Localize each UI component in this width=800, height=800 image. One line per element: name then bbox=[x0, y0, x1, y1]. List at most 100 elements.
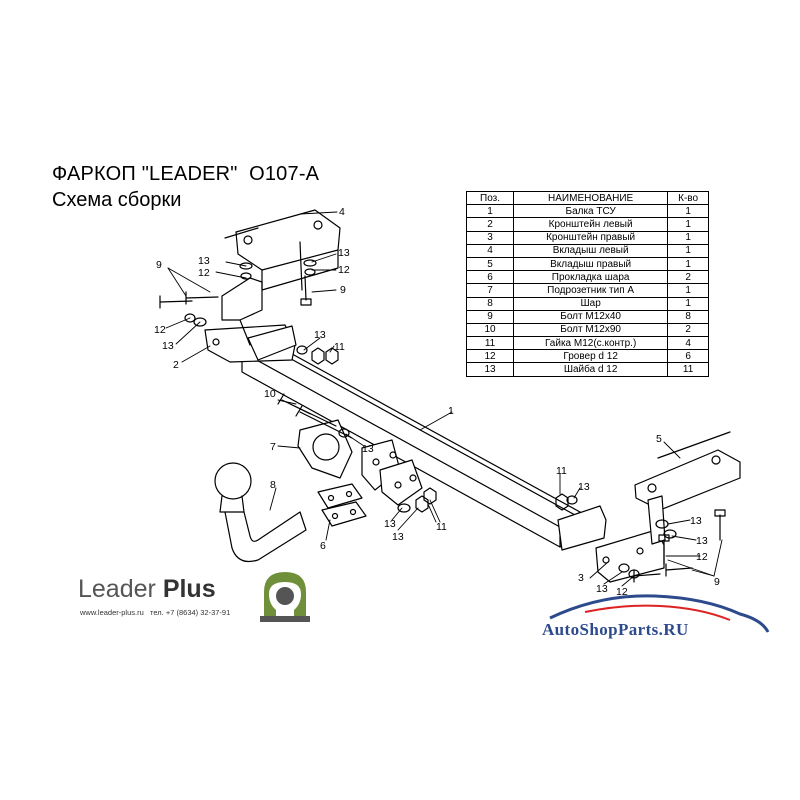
cell-qty: 2 bbox=[667, 270, 709, 285]
cell-name: Балка ТСУ bbox=[513, 204, 669, 219]
callout-part-9: 9 bbox=[714, 576, 720, 588]
callout-part-13: 13 bbox=[162, 340, 174, 352]
cell-pos: 5 bbox=[465, 256, 515, 272]
logo-brand-bold: Plus bbox=[162, 575, 216, 603]
cell-name: Подрозетник тип А bbox=[513, 283, 669, 298]
cell-name: Прокладка шара bbox=[513, 270, 669, 285]
callout-part-12: 12 bbox=[696, 551, 708, 563]
cell-pos: 1 bbox=[465, 204, 515, 219]
callout-part-12: 12 bbox=[154, 324, 166, 336]
callout-part-12: 12 bbox=[198, 267, 210, 279]
callout-part-10: 10 bbox=[264, 388, 276, 400]
cell-name: Кронштейн левый bbox=[513, 217, 669, 232]
callout-part-2: 2 bbox=[173, 359, 179, 371]
callout-part-13: 13 bbox=[362, 443, 374, 455]
header-quantity: К-во bbox=[667, 190, 709, 206]
callout-part-11: 11 bbox=[334, 341, 345, 353]
cell-qty: 1 bbox=[667, 204, 709, 219]
callout-part-3: 3 bbox=[578, 572, 584, 584]
callout-part-13: 13 bbox=[314, 329, 326, 341]
cell-pos: 7 bbox=[465, 283, 515, 298]
leader-plus-logo-icon bbox=[260, 572, 310, 622]
cell-qty: 1 bbox=[667, 243, 709, 258]
callout-part-13: 13 bbox=[384, 518, 396, 530]
callout-part-11: 11 bbox=[556, 465, 567, 477]
cell-name: Шар bbox=[513, 296, 669, 311]
washers-and-nuts bbox=[184, 259, 677, 579]
cell-pos: 11 bbox=[465, 336, 515, 351]
callout-part-13: 13 bbox=[338, 247, 350, 259]
callout-part-4: 4 bbox=[339, 206, 345, 218]
cell-name: Гровер d 12 bbox=[513, 349, 669, 364]
callout-part-9: 9 bbox=[340, 284, 346, 296]
cell-name: Шайба d 12 bbox=[513, 362, 669, 377]
cell-pos: 4 bbox=[465, 243, 515, 258]
header-name: НАИМЕНОВАНИЕ bbox=[513, 190, 669, 206]
cell-name: Вкладыш левый bbox=[513, 243, 669, 258]
callout-part-13: 13 bbox=[392, 531, 404, 543]
cell-qty: 8 bbox=[667, 309, 709, 324]
callout-part-13: 13 bbox=[696, 535, 708, 547]
socket-bracket-part-7 bbox=[297, 419, 353, 479]
callout-part-8: 8 bbox=[270, 479, 276, 491]
cell-name: Болт М12х90 bbox=[513, 322, 669, 338]
cell-name: Кронштейн правый bbox=[513, 230, 669, 245]
bolts-part-9-left bbox=[159, 275, 312, 309]
cell-pos: 8 bbox=[465, 296, 515, 311]
ball-spacer-part-6 bbox=[317, 483, 367, 527]
cell-qty: 1 bbox=[667, 256, 709, 272]
callout-part-12: 12 bbox=[616, 586, 628, 598]
cell-pos: 13 bbox=[465, 362, 515, 377]
callout-part-1: 1 bbox=[448, 405, 454, 417]
tow-ball-part-8 bbox=[214, 462, 307, 563]
cell-pos: 10 bbox=[465, 322, 515, 338]
diagram-subtitle: Схема сборки bbox=[52, 189, 182, 211]
beam-end-plate-right bbox=[557, 505, 607, 551]
ball-mount-plates bbox=[361, 439, 423, 506]
callout-part-12: 12 bbox=[338, 264, 350, 276]
callout-part-13: 13 bbox=[578, 481, 590, 493]
callout-part-5: 5 bbox=[656, 433, 662, 445]
cell-name: Гайка М12(с.контр.) bbox=[513, 336, 669, 351]
cell-pos: 3 bbox=[465, 230, 515, 245]
bracket-right-part-3 bbox=[595, 495, 666, 583]
watermark-text: AutoShopParts.RU bbox=[542, 620, 689, 639]
autoshopparts-watermark-car bbox=[549, 594, 770, 633]
insert-left-part-4 bbox=[224, 209, 341, 291]
insert-right-part-5 bbox=[634, 431, 741, 511]
cell-pos: 6 bbox=[465, 270, 515, 285]
cell-qty: 1 bbox=[667, 217, 709, 232]
cell-pos: 2 bbox=[465, 217, 515, 232]
callout-leader-lines bbox=[165, 211, 723, 587]
callout-part-13: 13 bbox=[596, 583, 608, 595]
beam-end-plate-left bbox=[247, 325, 297, 361]
cell-qty: 2 bbox=[667, 322, 709, 338]
cell-name: Болт М12х40 bbox=[513, 309, 669, 324]
callout-part-9: 9 bbox=[156, 259, 162, 271]
header-position: Поз. bbox=[465, 190, 515, 206]
cell-pos: 12 bbox=[465, 349, 515, 364]
cell-name: Вкладыш правый bbox=[513, 256, 669, 272]
callout-part-13: 13 bbox=[198, 255, 210, 267]
logo-brand-light: Leader bbox=[78, 575, 156, 603]
cell-qty: 1 bbox=[667, 296, 709, 311]
leader-plus-logo-text: Leader Plus bbox=[78, 575, 216, 604]
cell-qty: 6 bbox=[667, 349, 709, 364]
logo-contact: www.leader-plus.ru тел. +7 (8634) 32-37-… bbox=[80, 608, 231, 617]
cell-qty: 11 bbox=[667, 362, 709, 377]
callout-part-13: 13 bbox=[690, 515, 702, 527]
